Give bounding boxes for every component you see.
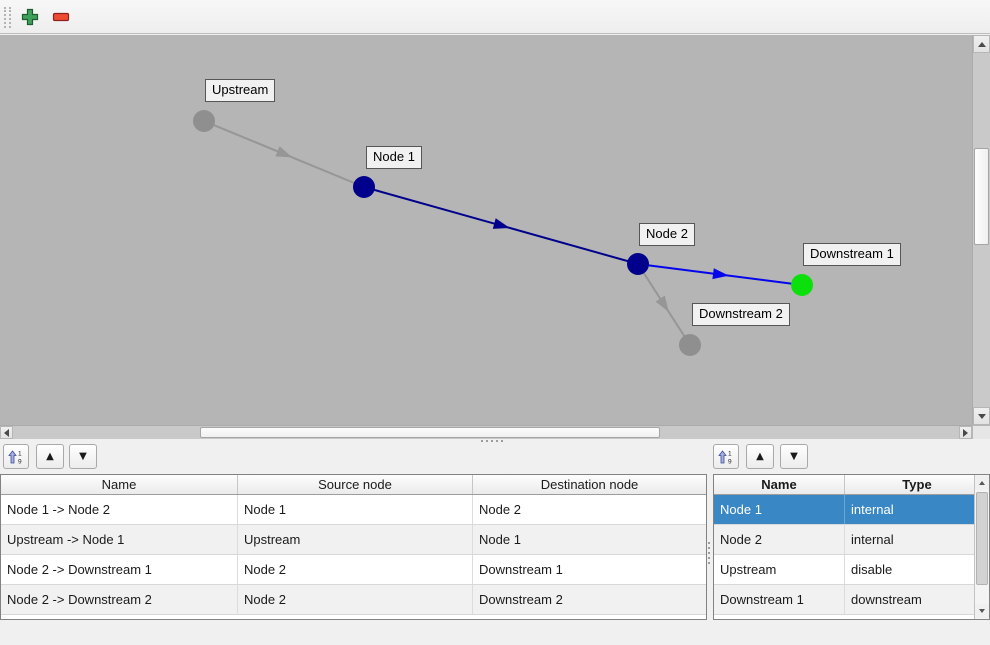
scroll-down-button[interactable] [975, 604, 989, 618]
edges-sort-button[interactable]: 1 9 [3, 444, 29, 469]
nodes-move-up-button[interactable]: ▲ [746, 444, 774, 469]
up-arrow-icon [979, 481, 985, 485]
column-header[interactable]: Source node [238, 475, 473, 494]
table-cell[interactable]: disable [851, 562, 893, 577]
table-cell[interactable]: Node 1 [479, 532, 521, 547]
table-row[interactable]: Node 1 internal [714, 495, 989, 525]
edge-arrow-icon [655, 295, 669, 313]
node-label[interactable]: Node 1 [366, 146, 422, 169]
nodes-table-header: Name Type [714, 475, 989, 495]
minus-icon [52, 12, 70, 22]
table-cell[interactable]: downstream [851, 592, 922, 607]
add-node-button[interactable] [19, 7, 41, 27]
up-triangle-icon: ▲ [46, 450, 54, 462]
left-arrow-icon [4, 428, 9, 437]
table-cell[interactable]: Upstream -> Node 1 [1, 525, 238, 554]
graph-node[interactable] [627, 253, 649, 275]
table-cell[interactable]: Node 1 [714, 495, 845, 524]
vertical-scroll-thumb[interactable] [974, 148, 989, 245]
column-header[interactable]: Name [1, 475, 238, 494]
edge-arrow-icon [492, 218, 510, 229]
toolbar-grip[interactable] [4, 7, 11, 28]
vertical-scroll-thumb[interactable] [976, 492, 988, 585]
table-cell[interactable]: internal [851, 502, 894, 517]
plus-icon [21, 8, 39, 26]
table-row[interactable]: Downstream 1 downstream [714, 585, 989, 615]
edges-move-up-button[interactable]: ▲ [36, 444, 64, 469]
down-arrow-icon [977, 413, 986, 419]
column-header[interactable]: Destination node [540, 477, 639, 492]
column-header[interactable]: Type [902, 477, 932, 492]
sort-ascending-icon: 1 9 [718, 449, 732, 465]
table-cell[interactable]: Node 2 [714, 525, 845, 554]
svg-text:9: 9 [728, 458, 732, 464]
vertical-pane-splitter[interactable] [708, 542, 710, 544]
right-arrow-icon [963, 428, 968, 437]
horizontal-scroll-thumb[interactable] [200, 427, 660, 438]
scrollbar-corner [972, 425, 990, 439]
sort-ascending-icon: 1 9 [8, 449, 22, 465]
nodes-sort-button[interactable]: 1 9 [713, 444, 739, 469]
table-cell[interactable]: Upstream [714, 555, 845, 584]
edge-arrow-icon [275, 146, 293, 158]
graph-node[interactable] [791, 274, 813, 296]
edges-move-down-button[interactable]: ▼ [69, 444, 97, 469]
svg-text:1: 1 [18, 450, 22, 457]
up-arrow-icon [977, 41, 986, 47]
scroll-left-button[interactable] [0, 426, 13, 439]
nodes-table-scrollbar[interactable] [974, 475, 989, 619]
remove-node-button[interactable] [50, 7, 72, 27]
canvas-horizontal-scrollbar[interactable] [0, 425, 972, 439]
graph-node[interactable] [193, 110, 215, 132]
table-cell[interactable]: internal [851, 532, 894, 547]
table-cell[interactable]: Downstream 1 [714, 585, 845, 614]
graph-node[interactable] [679, 334, 701, 356]
table-cell[interactable]: Node 2 [238, 585, 473, 614]
table-cell[interactable]: Node 1 [238, 495, 473, 524]
table-cell[interactable]: Downstream 1 [479, 562, 563, 577]
main-toolbar [0, 0, 990, 34]
table-cell[interactable]: Node 2 -> Downstream 1 [1, 555, 238, 584]
table-row[interactable]: Node 2 internal [714, 525, 989, 555]
scroll-down-button[interactable] [973, 407, 990, 425]
node-label[interactable]: Node 2 [639, 223, 695, 246]
graph-layer [193, 110, 813, 356]
node-label[interactable]: Downstream 1 [803, 243, 901, 266]
table-cell[interactable]: Node 2 -> Downstream 2 [1, 585, 238, 614]
canvas-vertical-scrollbar[interactable] [972, 35, 990, 425]
nodes-move-down-button[interactable]: ▼ [780, 444, 808, 469]
scroll-up-button[interactable] [975, 476, 989, 490]
node-label[interactable]: Upstream [205, 79, 276, 102]
status-bar [0, 620, 990, 645]
table-cell[interactable]: Upstream [238, 525, 473, 554]
scroll-right-button[interactable] [959, 426, 972, 439]
node-label[interactable]: Downstream 2 [692, 303, 790, 326]
svg-text:1: 1 [728, 450, 732, 457]
edge-arrow-icon [712, 268, 729, 280]
table-cell[interactable]: Node 2 [238, 555, 473, 584]
table-cell[interactable]: Node 2 [479, 502, 521, 517]
scroll-up-button[interactable] [973, 35, 990, 53]
column-header[interactable]: Name [714, 475, 845, 494]
table-cell[interactable]: Node 1 -> Node 2 [1, 495, 238, 524]
down-triangle-icon: ▼ [79, 450, 87, 462]
table-row[interactable]: Upstream disable [714, 555, 989, 585]
up-triangle-icon: ▲ [756, 450, 764, 462]
table-cell[interactable]: Downstream 2 [479, 592, 563, 607]
svg-text:9: 9 [18, 458, 22, 464]
graph-node[interactable] [353, 176, 375, 198]
down-triangle-icon: ▼ [790, 450, 798, 462]
horizontal-pane-splitter[interactable] [481, 440, 483, 442]
down-arrow-icon [979, 609, 985, 613]
